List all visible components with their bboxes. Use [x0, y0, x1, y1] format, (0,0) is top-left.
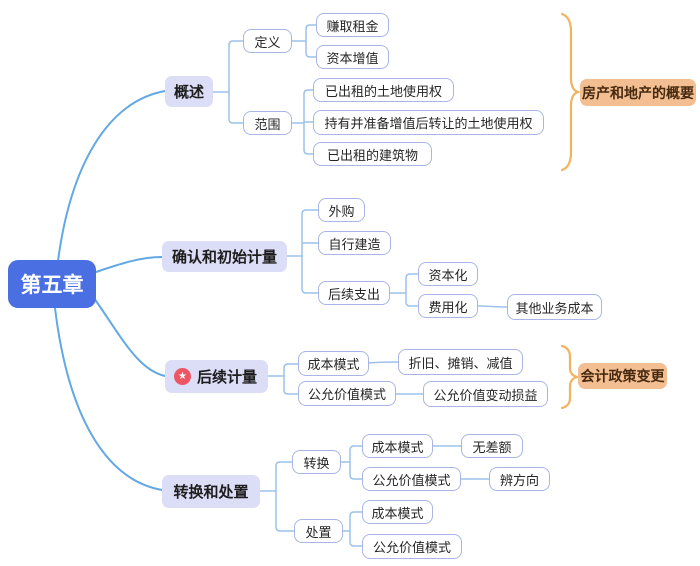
branch-transfer-disposal[interactable]: 转换和处置 — [162, 475, 260, 508]
node-leased-building[interactable]: 已出租的建筑物 — [313, 142, 432, 166]
connector — [405, 273, 419, 307]
callout-accounting-policy-change[interactable]: 会计政策变更 — [578, 363, 667, 389]
connector — [275, 461, 295, 532]
node-depreciation-amortization-impairment[interactable]: 折旧、摊销、减值 — [398, 349, 523, 375]
node-fair-value-model-transfer[interactable]: 公允价值模式 — [362, 467, 461, 491]
root-node-chapter5[interactable]: 第五章 — [8, 260, 96, 308]
node-earn-rent[interactable]: 赚取租金 — [316, 13, 389, 37]
connector — [349, 445, 363, 480]
main-curve-subsequent — [93, 297, 166, 377]
node-scope[interactable]: 范围 — [243, 111, 292, 135]
node-identify-direction[interactable]: 辨方向 — [489, 467, 550, 491]
node-leased-land-use-right[interactable]: 已出租的土地使用权 — [313, 78, 454, 102]
callout-property-summary[interactable]: 房产和地产的概要 — [580, 79, 696, 106]
connector — [283, 363, 299, 395]
branch-overview[interactable]: 概述 — [165, 76, 213, 107]
connector — [477, 305, 508, 308]
node-held-for-transfer-land[interactable]: 持有并准备增值后转让的土地使用权 — [313, 110, 544, 135]
main-curve-recognition — [95, 256, 163, 273]
node-disposal[interactable]: 处置 — [294, 519, 343, 543]
node-outsourcing[interactable]: 外购 — [318, 198, 365, 222]
node-capital-appreciation[interactable]: 资本增值 — [316, 45, 389, 69]
node-fair-value-model-disposal[interactable]: 公允价值模式 — [362, 534, 462, 559]
brace-icon — [560, 344, 581, 410]
node-no-difference[interactable]: 无差额 — [461, 434, 523, 458]
main-curve-overview — [57, 90, 166, 262]
node-definition[interactable]: 定义 — [243, 29, 292, 53]
node-cost-model-disposal[interactable]: 成本模式 — [362, 500, 433, 524]
branch-subsequent-measurement[interactable]: ★ 后续计量 — [165, 360, 268, 393]
brace-icon — [560, 12, 582, 172]
branch-subsequent-measurement-label: 后续计量 — [197, 369, 258, 386]
node-transfer[interactable]: 转换 — [292, 450, 341, 474]
node-cost-model-transfer[interactable]: 成本模式 — [362, 434, 433, 458]
node-subsequent-expenditure[interactable]: 后续支出 — [318, 281, 390, 305]
node-fair-value-model-sm[interactable]: 公允价值模式 — [298, 381, 396, 406]
connector — [305, 24, 317, 58]
connector — [368, 361, 399, 364]
connector — [228, 40, 244, 124]
node-capitalization[interactable]: 资本化 — [418, 262, 478, 286]
node-cost-model-sm[interactable]: 成本模式 — [298, 351, 369, 376]
node-fair-value-change-gain-loss[interactable]: 公允价值变动损益 — [423, 381, 548, 407]
connector — [349, 511, 363, 547]
branch-recognition-initial-measurement[interactable]: 确认和初始计量 — [162, 241, 287, 272]
node-other-business-cost[interactable]: 其他业务成本 — [507, 294, 602, 320]
main-curve-transfer — [54, 307, 163, 491]
star-icon: ★ — [174, 368, 191, 385]
connector — [301, 209, 319, 294]
node-expensing[interactable]: 费用化 — [418, 294, 478, 318]
node-self-construction[interactable]: 自行建造 — [318, 231, 391, 255]
